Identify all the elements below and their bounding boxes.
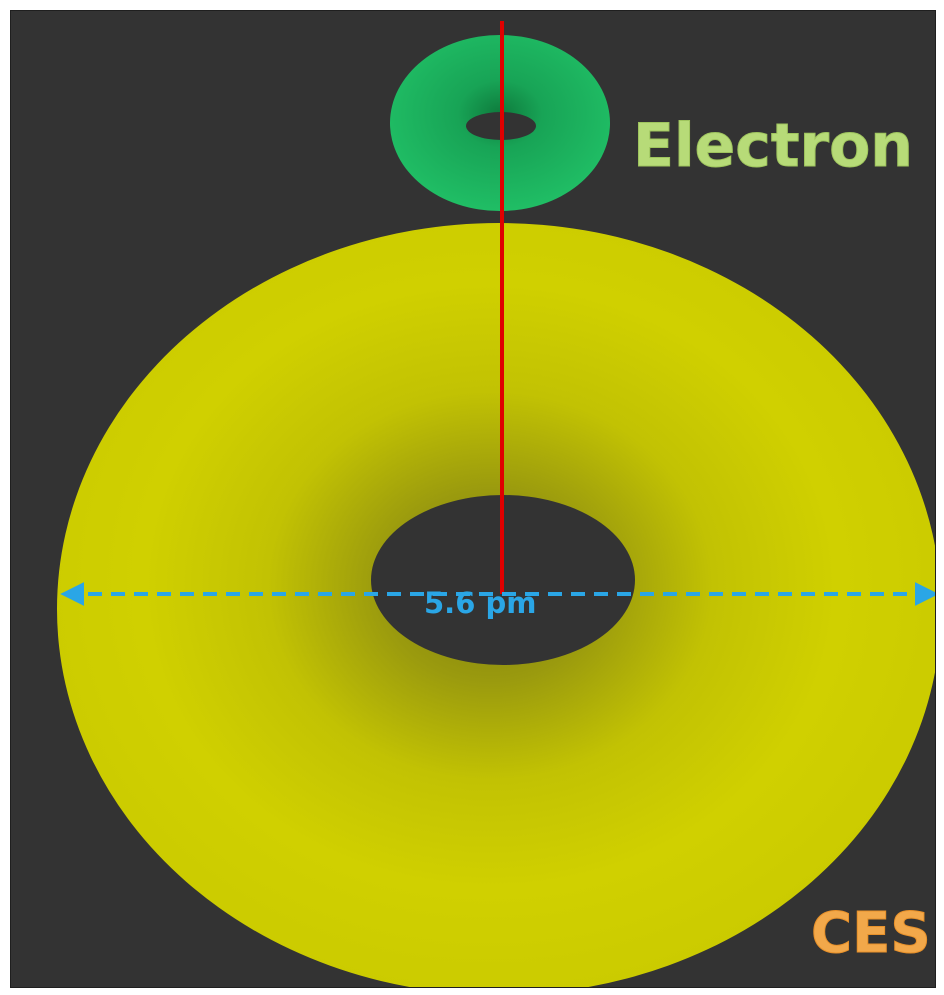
watermark-label: CES — [811, 901, 932, 967]
electron-torus — [389, 34, 611, 212]
electron-label: Electron — [632, 111, 914, 182]
nucleus-torus — [57, 223, 935, 987]
dimension-label: 5.6 pm — [424, 586, 537, 620]
diagram-canvas: Electron 5.6 pm CES — [10, 10, 936, 988]
torus-diagram — [57, 21, 935, 987]
